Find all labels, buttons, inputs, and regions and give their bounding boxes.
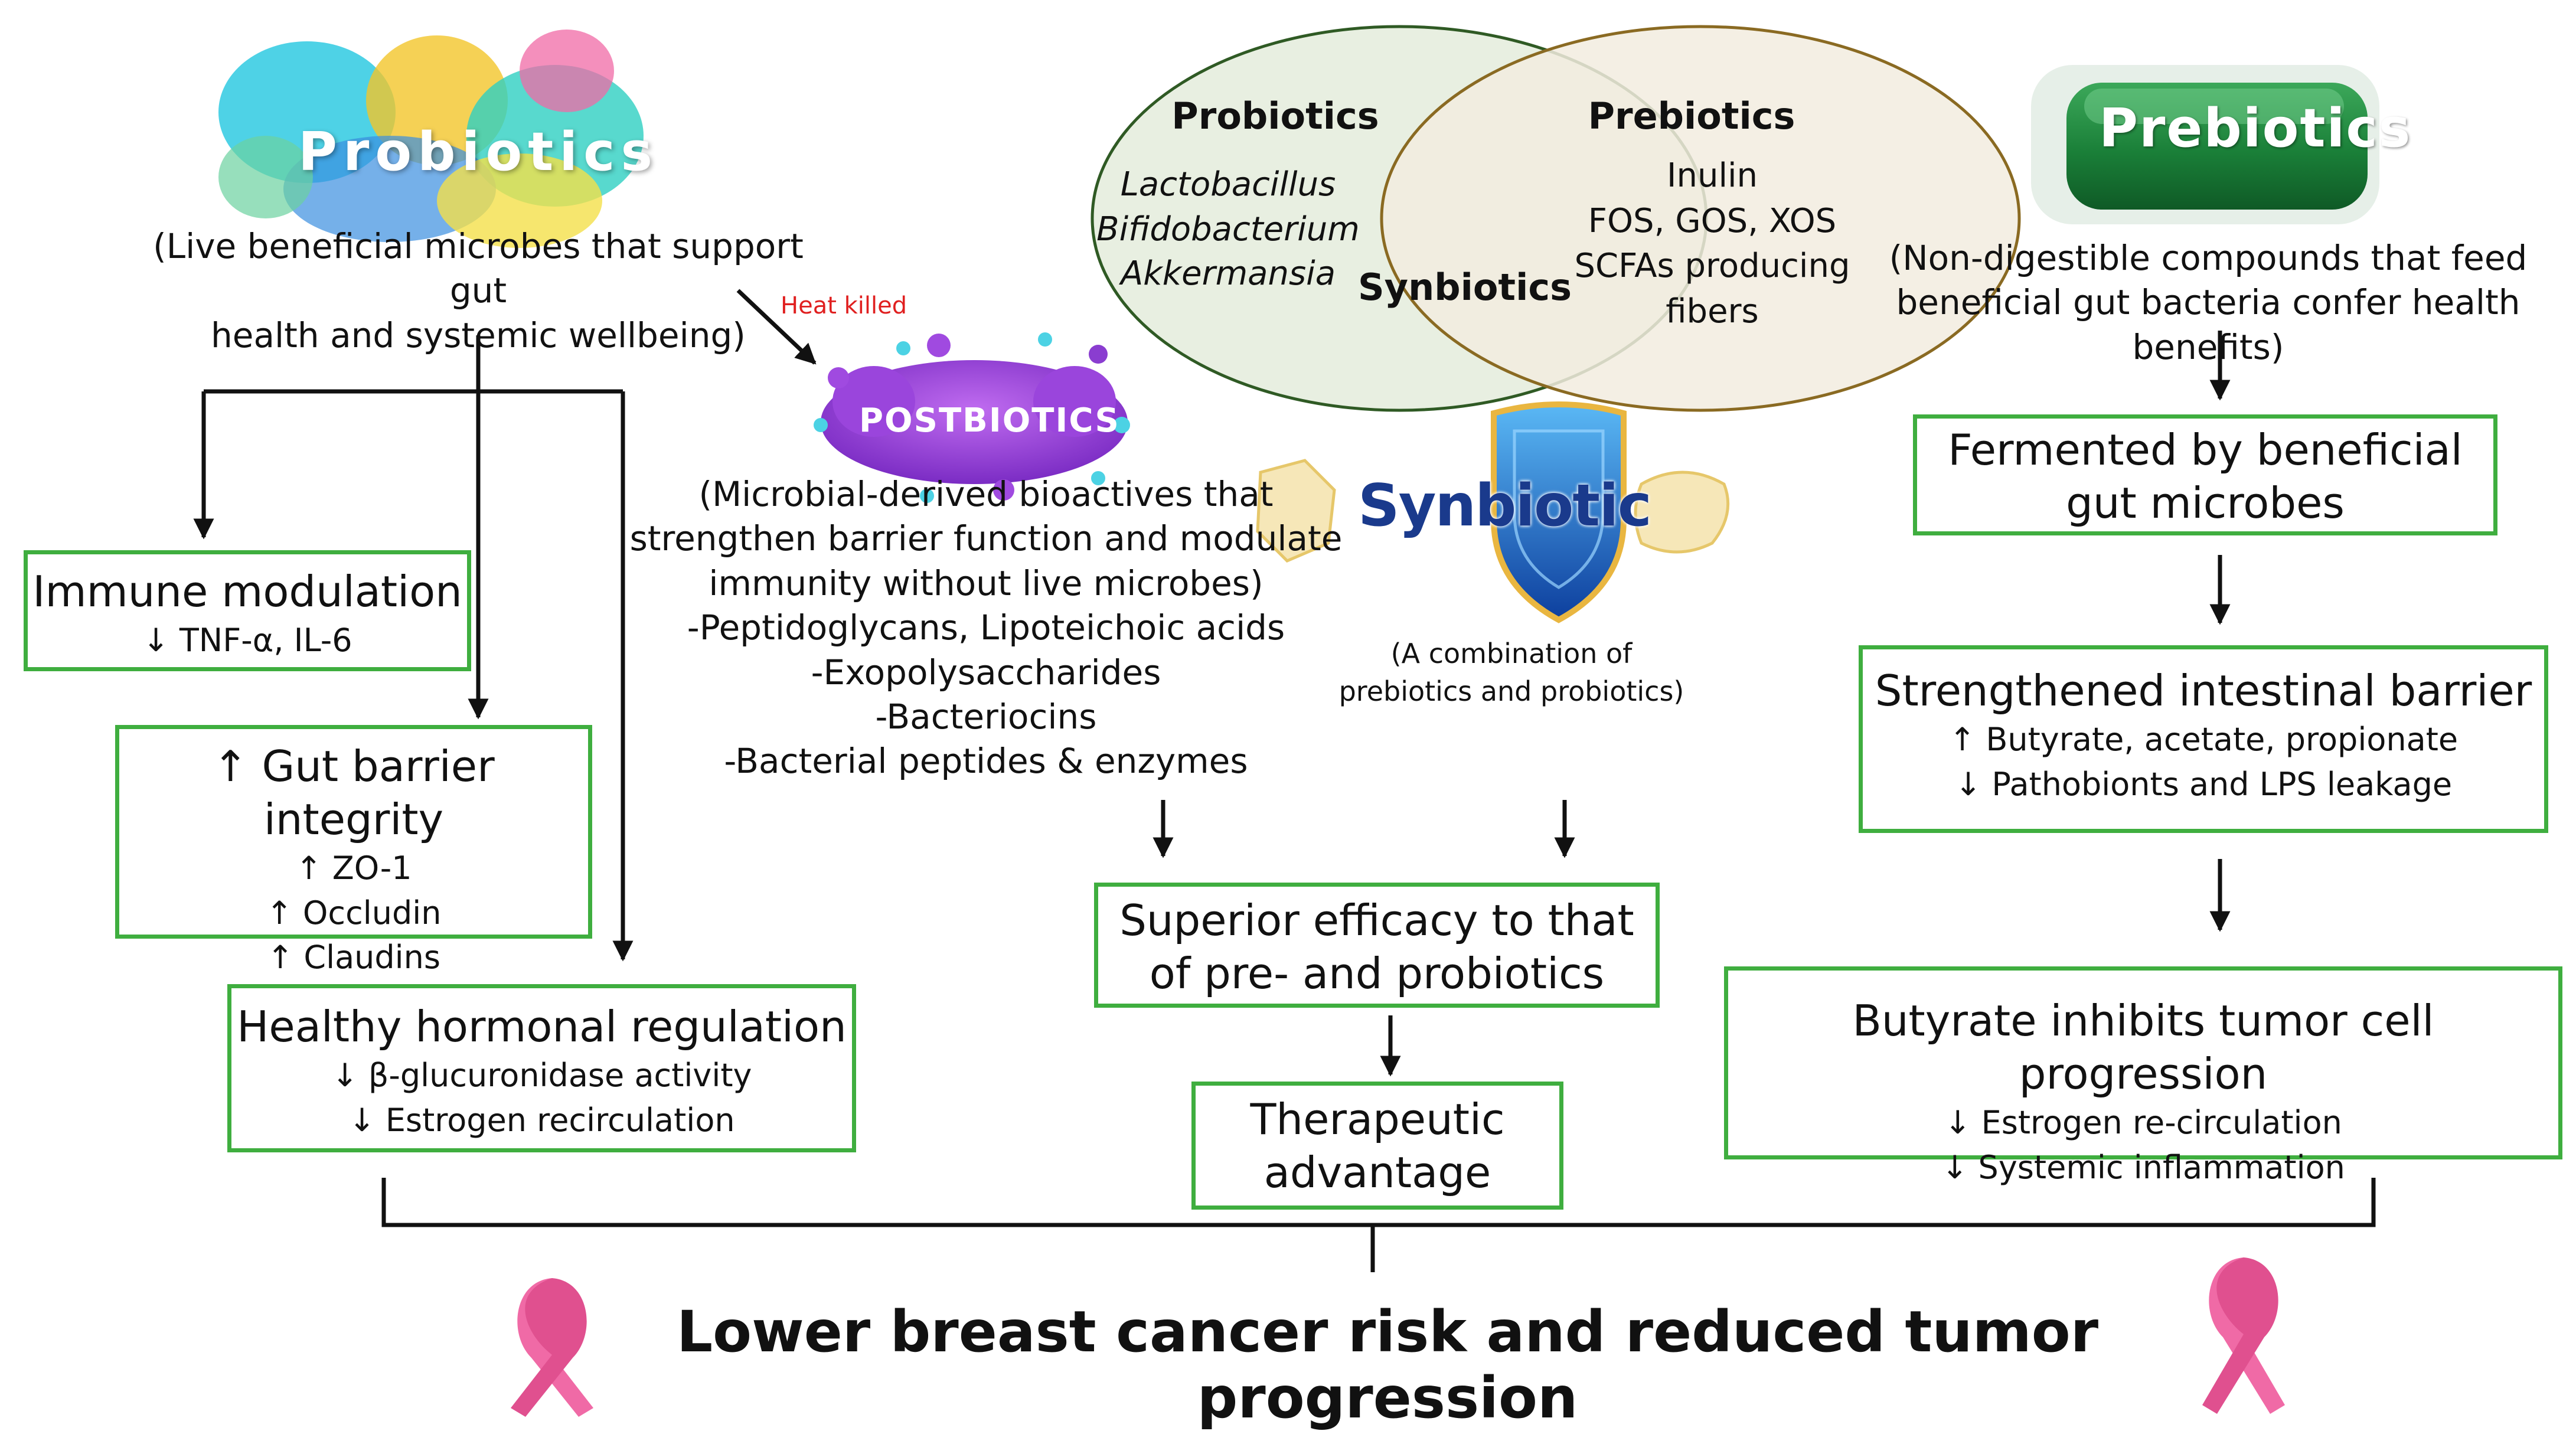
venn-prebiotic-4: fibers — [1666, 292, 1759, 331]
venn-prebiotic-3: SCFAs producing — [1574, 247, 1850, 286]
gut-barrier-line2: ↑ Occludin — [266, 894, 442, 932]
gut-barrier-title: ↑ Gut barrier integrity — [213, 741, 495, 844]
venn-probiotic-1: Lactobacillus — [1120, 165, 1336, 204]
superior-efficacy-box: Superior efficacy to that of pre- and pr… — [1094, 883, 1660, 1008]
venn-prebiotics-list: Inulin FOS, GOS, XOS SCFAs producing fib… — [1565, 153, 1860, 335]
strengthened-barrier-title: Strengthened intestinal barrier — [1875, 666, 2532, 716]
venn-probiotic-2: Bifidobacterium — [1096, 210, 1360, 249]
gut-barrier-line1: ↑ ZO-1 — [295, 850, 412, 887]
postbiotics-item-4: -Bacterial peptides & enzymes — [724, 741, 1248, 782]
therapeutic-advantage-box: Therapeutic advantage — [1191, 1082, 1563, 1210]
prebiotics-logo-text: Prebiotics — [2099, 97, 2412, 159]
prebiotics-desc-line2: beneficial gut bacteria confer health be… — [1896, 282, 2521, 367]
probiotics-description: (Live beneficial microbes that support g… — [142, 224, 815, 358]
superior-efficacy-line1: Superior efficacy to that — [1119, 896, 1634, 945]
hormonal-regulation-title: Healthy hormonal regulation — [237, 1002, 847, 1051]
middle-arrows — [1152, 800, 1575, 1077]
strengthened-barrier-line1: ↑ Butyrate, acetate, propionate — [1948, 721, 2459, 758]
venn-synbiotics-label: Synbiotics — [1358, 266, 1572, 309]
prebiotics-desc-line1: (Non-digestible compounds that feed — [1889, 238, 2528, 278]
postbiotics-desc-line1: (Microbial-derived bioactives that — [698, 474, 1274, 514]
prebiotics-pill — [2031, 65, 2379, 224]
postbiotics-logo-blob — [814, 332, 1130, 503]
superior-efficacy-line2: of pre- and probiotics — [1149, 949, 1605, 998]
butyrate-box: Butyrate inhibits tumor cell progression… — [1724, 966, 2562, 1186]
synbiotic-shield — [1256, 401, 1730, 623]
probiotics-logo-splash — [218, 30, 644, 248]
venn-prebiotics-title: Prebiotics — [1588, 94, 1795, 138]
butyrate-title: Butyrate inhibits tumor cell progression — [1852, 996, 2434, 1099]
venn-prebiotic-1: Inulin — [1666, 156, 1758, 195]
synbiotic-logo-text: Synbiotic — [1358, 472, 1652, 540]
gut-barrier-line3: ↑ Claudins — [266, 939, 441, 976]
conclusion-text: Lower breast cancer risk and reduced tum… — [676, 1299, 2099, 1431]
therapeutic-line1: Therapeutic — [1250, 1095, 1505, 1144]
fermented-box: Fermented by beneficial gut microbes — [1913, 414, 2497, 535]
butyrate-line1: ↓ Estrogen re-circulation — [1944, 1104, 2342, 1141]
prebiotics-description: (Non-digestible compounds that feed bene… — [1842, 236, 2574, 370]
synbiotic-description: (A combination of prebiotics and probiot… — [1317, 635, 1706, 711]
immune-modulation-box: Immune modulation ↓ TNF-α, IL-6 — [24, 550, 471, 671]
heat-killed-arrow — [736, 289, 817, 365]
postbiotics-description: (Microbial-derived bioactives that stren… — [626, 472, 1346, 784]
venn-diagram — [1091, 25, 2021, 412]
postbiotics-desc-line3: immunity without live microbes) — [709, 563, 1263, 603]
postbiotics-desc-line2: strengthen barrier function and modulate — [629, 518, 1343, 559]
probiotics-logo-text: Probiotics — [298, 121, 659, 183]
pink-ribbon-right — [2202, 1257, 2285, 1414]
fermented-line2: gut microbes — [2066, 478, 2345, 528]
butyrate-line2: ↓ Systemic inflammation — [1941, 1148, 2345, 1186]
hormonal-regulation-box: Healthy hormonal regulation ↓ β-glucuron… — [227, 984, 856, 1152]
pink-ribbon-left — [511, 1278, 593, 1417]
venn-probiotics-title: Probiotics — [1171, 94, 1379, 138]
therapeutic-line2: advantage — [1263, 1148, 1491, 1197]
bottom-bracket — [381, 1178, 2376, 1272]
gut-barrier-box: ↑ Gut barrier integrity ↑ ZO-1 ↑ Occludi… — [115, 725, 592, 976]
strengthened-barrier-line2: ↓ Pathobionts and LPS leakage — [1954, 765, 2453, 803]
postbiotics-item-1: -Peptidoglycans, Lipoteichoic acids — [687, 607, 1285, 648]
hormonal-regulation-line2: ↓ Estrogen recirculation — [348, 1101, 735, 1139]
synbiotic-desc-line1: (A combination of — [1390, 638, 1633, 669]
venn-probiotics-list: Lactobacillus Bifidobacterium Akkermansi… — [1080, 162, 1376, 296]
fermented-line1: Fermented by beneficial — [1948, 425, 2463, 475]
venn-prebiotic-2: FOS, GOS, XOS — [1588, 201, 1837, 240]
postbiotics-logo-text: POSTBIOTICS — [859, 401, 1120, 440]
immune-modulation-line1: ↓ TNF-α, IL-6 — [142, 622, 352, 659]
probiotics-desc-line2: health and systemic wellbeing) — [211, 315, 746, 355]
hormonal-regulation-line1: ↓ β-glucuronidase activity — [331, 1057, 752, 1094]
postbiotics-item-2: -Exopolysaccharides — [811, 652, 1161, 692]
probiotics-branch-lines — [193, 335, 634, 962]
strengthened-barrier-box: Strengthened intestinal barrier ↑ Butyra… — [1859, 645, 2548, 833]
probiotics-desc-line1: (Live beneficial microbes that support g… — [153, 226, 804, 311]
synbiotic-desc-line2: prebiotics and probiotics) — [1338, 675, 1684, 708]
venn-probiotic-3: Akkermansia — [1120, 254, 1336, 293]
postbiotics-item-3: -Bacteriocins — [875, 696, 1097, 737]
immune-modulation-title: Immune modulation — [32, 567, 462, 616]
heat-killed-label: Heat killed — [781, 292, 907, 319]
